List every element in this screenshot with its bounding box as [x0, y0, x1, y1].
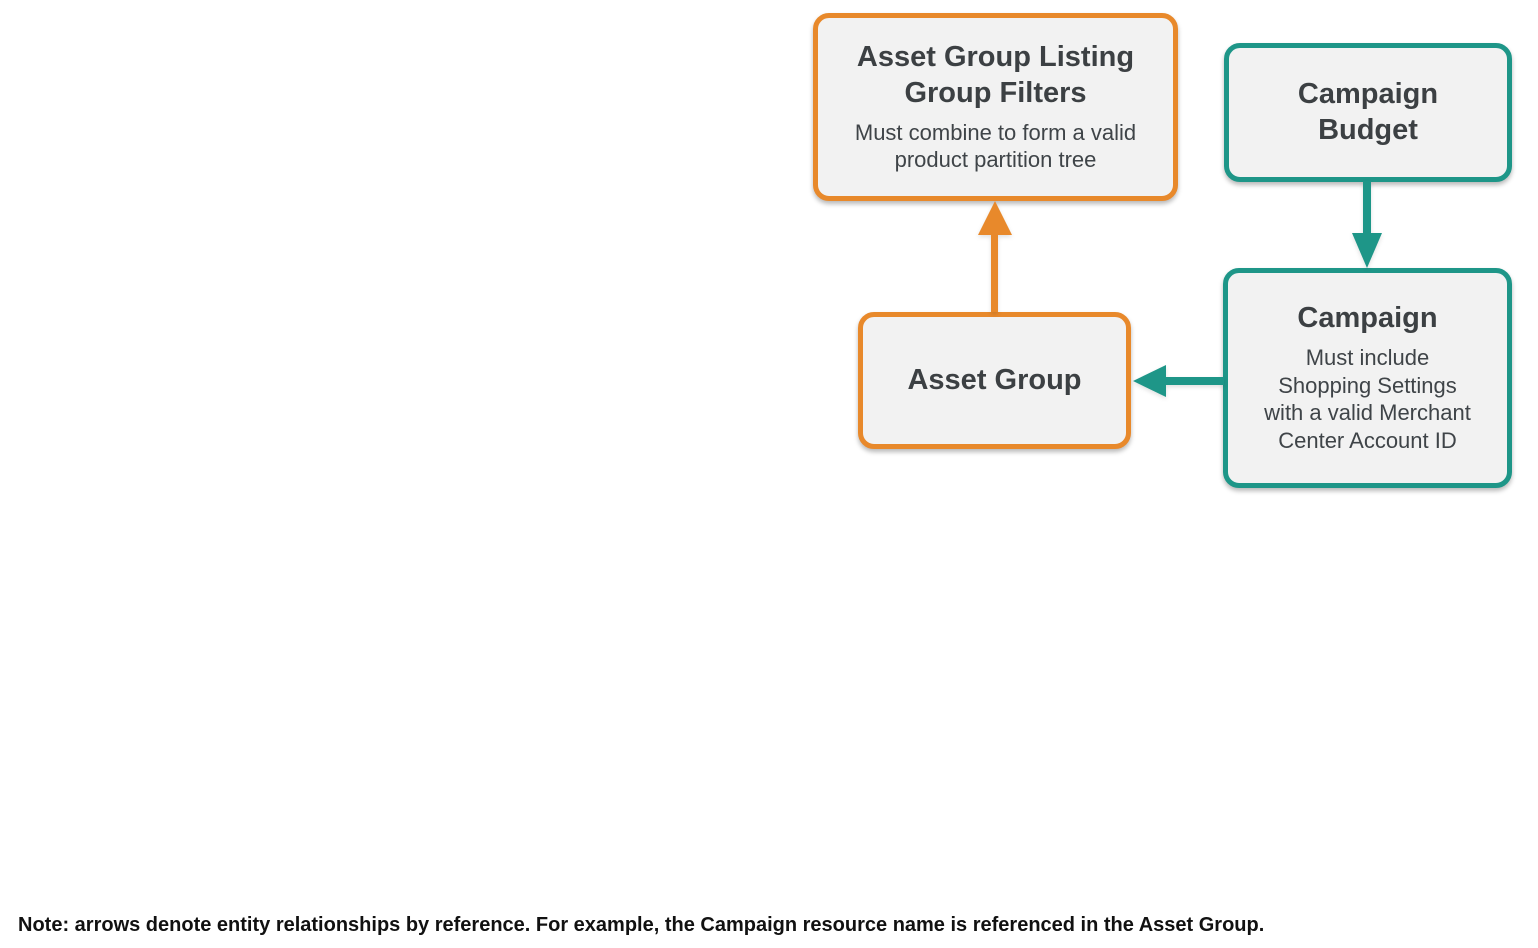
arrow-shaft: [991, 230, 998, 312]
node-subtitle: Must include Shopping Settings with a va…: [1264, 345, 1471, 454]
arrow-shaft: [1363, 181, 1371, 236]
node-asset-group-listing-group-filters: Asset Group Listing Group Filters Must c…: [813, 13, 1178, 201]
node-campaign-budget: Campaign Budget: [1224, 43, 1512, 182]
node-campaign: Campaign Must include Shopping Settings …: [1223, 268, 1512, 488]
arrow-shaft: [1166, 377, 1224, 385]
node-title: Asset Group Listing Group Filters: [856, 40, 1135, 109]
node-title: Campaign: [1297, 302, 1438, 335]
node-asset-group: Asset Group: [858, 312, 1131, 449]
node-subtitle: Must combine to form a valid product par…: [854, 119, 1137, 173]
node-title: Campaign Budget: [1297, 77, 1439, 146]
arrow-up-icon: [978, 201, 1012, 235]
footnote: Note: arrows denote entity relationships…: [18, 914, 1265, 936]
arrow-down-icon: [1352, 233, 1382, 268]
node-title: Asset Group: [907, 363, 1082, 396]
arrow-left-icon: [1133, 365, 1166, 397]
